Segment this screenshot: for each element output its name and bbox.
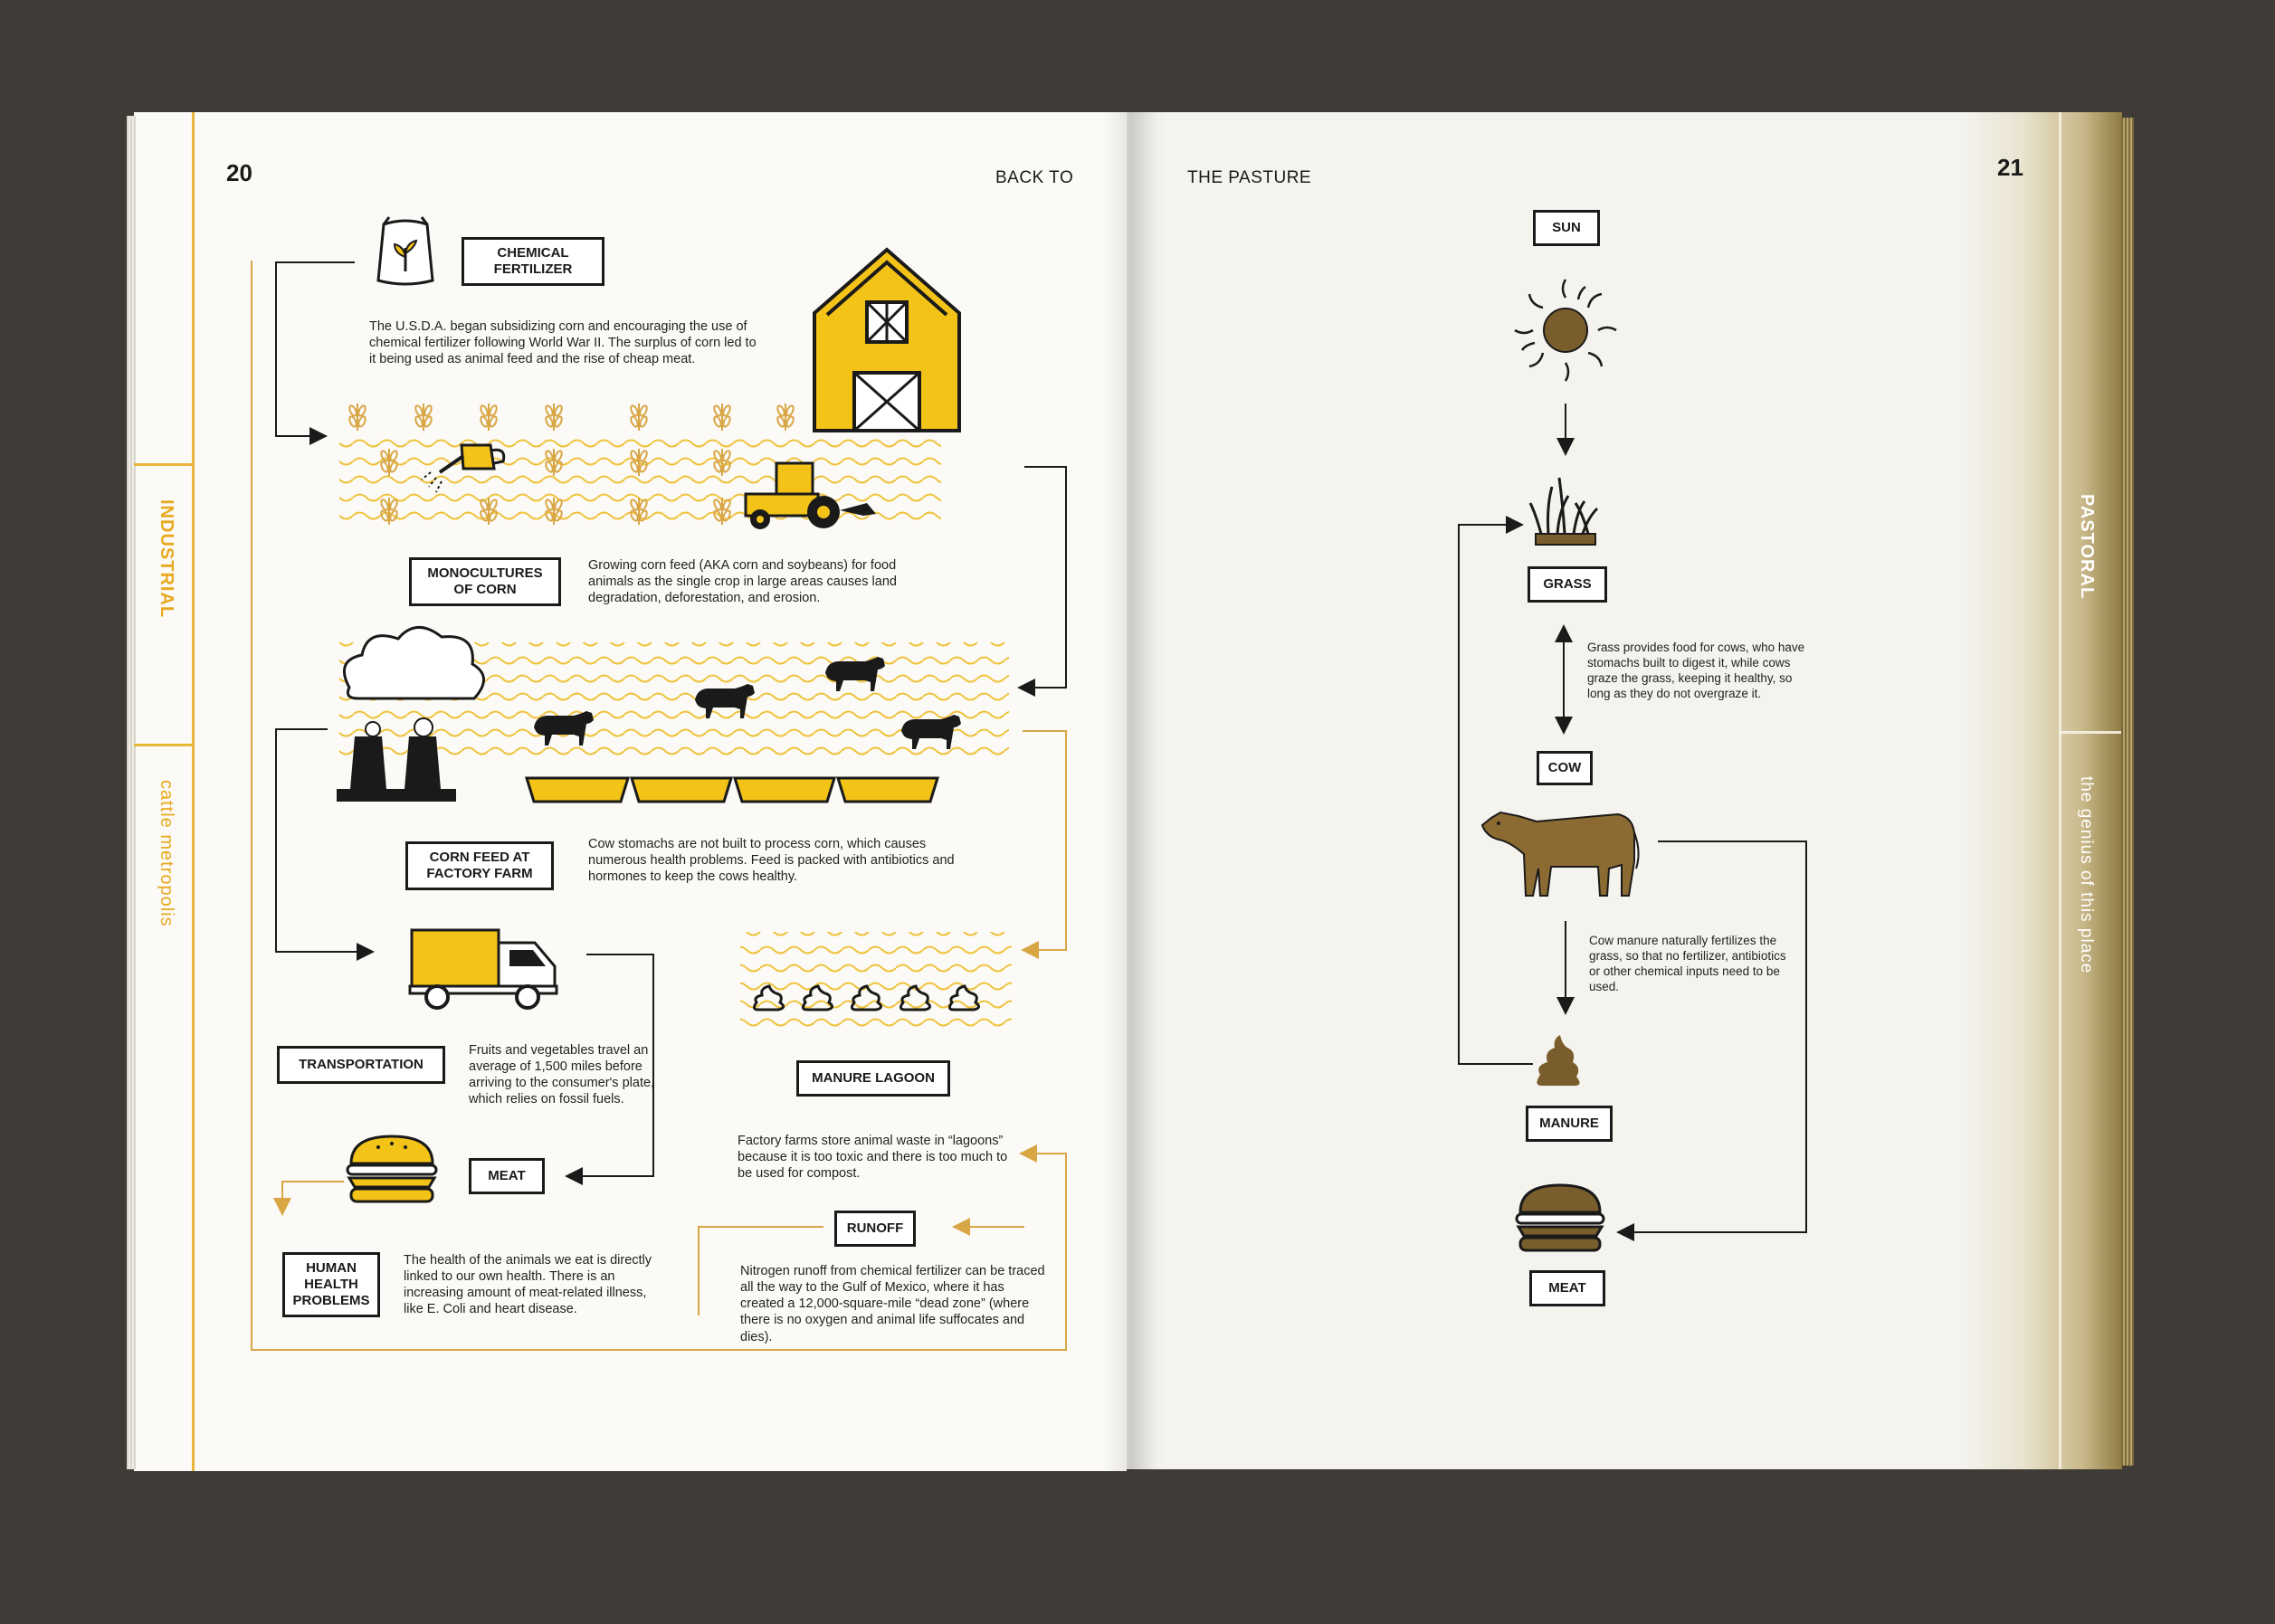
desc-monocultures: Growing corn feed (AKA corn and soybeans… (588, 558, 897, 606)
header-back-to: BACK TO (995, 168, 1074, 187)
manure-lagoon-waves (740, 932, 1012, 1031)
desc-runoff: Nitrogen runoff from chemical fertilizer… (740, 1264, 1045, 1344)
header-the-pasture: THE PASTURE (1187, 168, 1312, 187)
cloud-icon (342, 626, 485, 700)
desc-human-health: The health of the animals we eat is dire… (404, 1253, 652, 1317)
page-edges-right (2121, 118, 2134, 1466)
fertilizer-bag-icon (376, 216, 434, 286)
grass-icon (1528, 477, 1599, 546)
left-page (134, 112, 1127, 1471)
factory-icon (337, 717, 456, 802)
left-tab-rule (192, 112, 195, 1471)
node-corn-feed-factory-farm: CORN FEED AT FACTORY FARM (405, 841, 554, 890)
feed-trough-icon (524, 776, 940, 803)
tractor-icon (744, 461, 876, 529)
tab-pastoral: PASTORAL (2077, 494, 2097, 600)
tab-divider-1 (134, 463, 192, 466)
barn-icon (813, 247, 961, 432)
tab-cattle-metropolis: cattle metropolis (157, 780, 176, 927)
node-meat: MEAT (469, 1158, 545, 1194)
page-edges-left (127, 116, 136, 1469)
node-chemical-fertilizer: CHEMICAL FERTILIZER (462, 237, 604, 286)
truck-icon (408, 928, 558, 1010)
tab-divider-2 (134, 744, 192, 746)
watering-can-icon (421, 443, 506, 493)
node-monocultures-of-corn: MONOCULTURES OF CORN (409, 557, 561, 606)
node-manure: MANURE (1526, 1106, 1613, 1142)
node-meat-pastoral: MEAT (1529, 1270, 1605, 1306)
burger-icon (1515, 1183, 1605, 1252)
desc-fertilizer: The U.S.D.A. began subsidizing corn and … (369, 319, 757, 367)
desc-manure-lagoon: Factory farms store animal waste in “lag… (738, 1134, 1008, 1182)
desc-corn-feed: Cow stomachs are not built to process co… (588, 837, 955, 885)
node-manure-lagoon: MANURE LAGOON (796, 1060, 950, 1097)
page-number-right: 21 (1997, 154, 2023, 181)
sun-icon (1514, 279, 1617, 382)
right-tab-rule (2059, 112, 2061, 1469)
tab-industrial: INDUSTRIAL (157, 499, 176, 619)
node-grass: GRASS (1528, 566, 1607, 603)
book-gutter (1102, 112, 1157, 1471)
desc-transportation: Fruits and vegetables travel an average … (469, 1043, 655, 1107)
manure-icon (1537, 1035, 1580, 1086)
node-runoff: RUNOFF (834, 1211, 916, 1247)
desc-manure: Cow manure naturally fertilizes the gras… (1589, 934, 1786, 993)
cow-icon (1480, 811, 1640, 897)
tab-genius-of-this-place: the genius of this place (2077, 776, 2096, 974)
node-transportation: TRANSPORTATION (277, 1046, 445, 1084)
node-cow: COW (1537, 751, 1593, 785)
right-tab-divider (2061, 731, 2121, 734)
page-number-left: 20 (226, 159, 252, 186)
node-human-health-problems: HUMAN HEALTH PROBLEMS (282, 1252, 380, 1317)
desc-grass: Grass provides food for cows, who have s… (1587, 641, 1805, 700)
burger-icon (346, 1135, 438, 1203)
node-sun: SUN (1533, 210, 1600, 246)
right-page (1127, 112, 2122, 1469)
